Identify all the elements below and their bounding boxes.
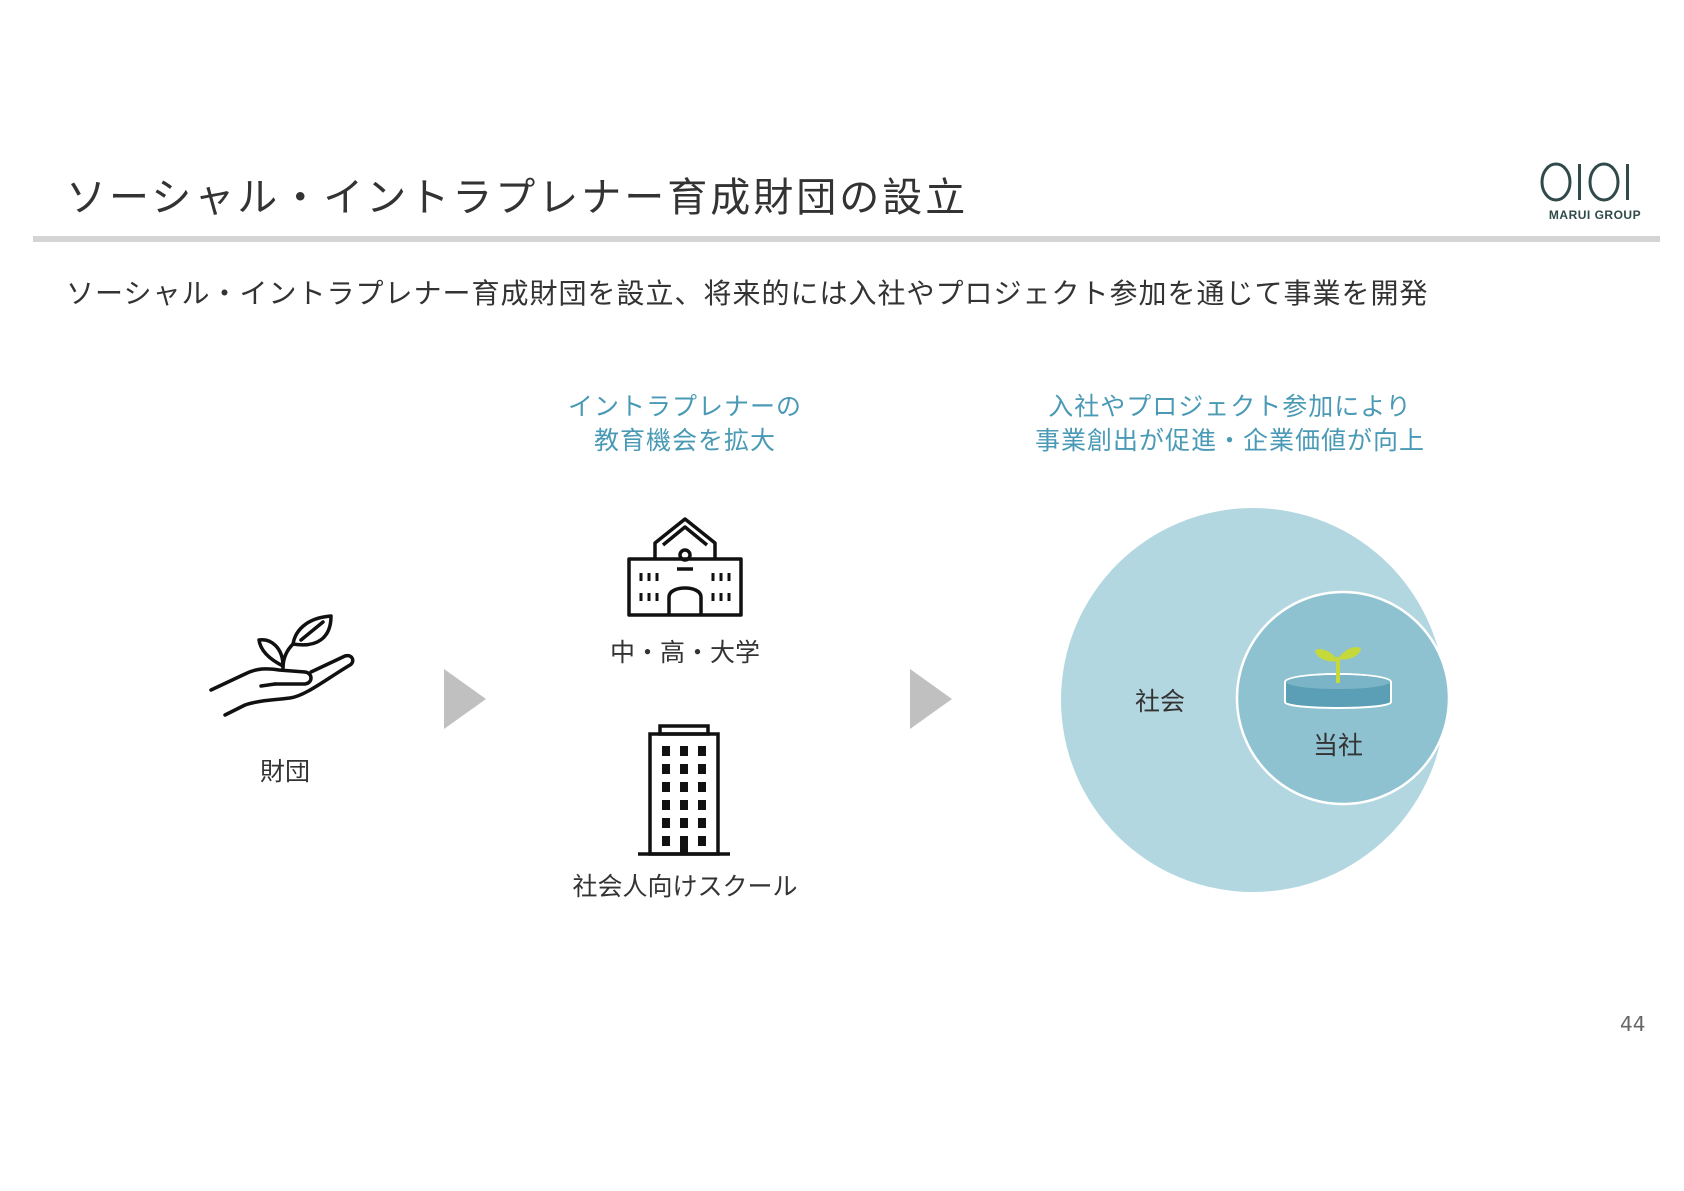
- outcome-heading-line2: 事業創出が促進・企業価値が向上: [1034, 426, 1425, 455]
- education-heading: イントラプレナーの 教育機会を拡大: [540, 390, 830, 458]
- school-building-icon: [627, 517, 743, 617]
- title-divider: [33, 236, 1660, 242]
- page-number: 44: [1620, 1012, 1646, 1036]
- society-label: 社会: [1134, 687, 1185, 716]
- outcome-heading-line1: 入社やプロジェクト参加により: [1048, 392, 1412, 421]
- office-building-icon: [638, 724, 730, 856]
- school-label: 中・高・大学: [609, 638, 760, 667]
- education-heading-line1: イントラプレナーの: [567, 392, 802, 421]
- page-title: ソーシャル・イントラプレナー育成財団の設立: [66, 175, 969, 221]
- company-label: 当社: [1312, 731, 1363, 760]
- oioi-logo-mark: [1540, 162, 1629, 202]
- education-heading-line2: 教育機会を拡大: [593, 426, 776, 455]
- office-label: 社会人向けスクール: [572, 872, 798, 901]
- society-company-diagram: [1061, 508, 1450, 892]
- arrow-right-icon: [444, 669, 486, 729]
- sprout-in-dish-icon: [1284, 647, 1392, 709]
- hand-with-sprout-icon: [209, 614, 355, 717]
- foundation-label: 財団: [259, 757, 310, 786]
- slide-subtitle: ソーシャル・イントラプレナー育成財団を設立、将来的には入社やプロジェクト参加を通…: [66, 277, 1429, 310]
- arrow-right-icon: [910, 669, 952, 729]
- logo-text: MARUI GROUP: [1548, 208, 1642, 222]
- outcome-heading: 入社やプロジェクト参加により 事業創出が促進・企業価値が向上: [1000, 390, 1460, 458]
- marui-group-logo: MARUI GROUP: [1540, 160, 1650, 224]
